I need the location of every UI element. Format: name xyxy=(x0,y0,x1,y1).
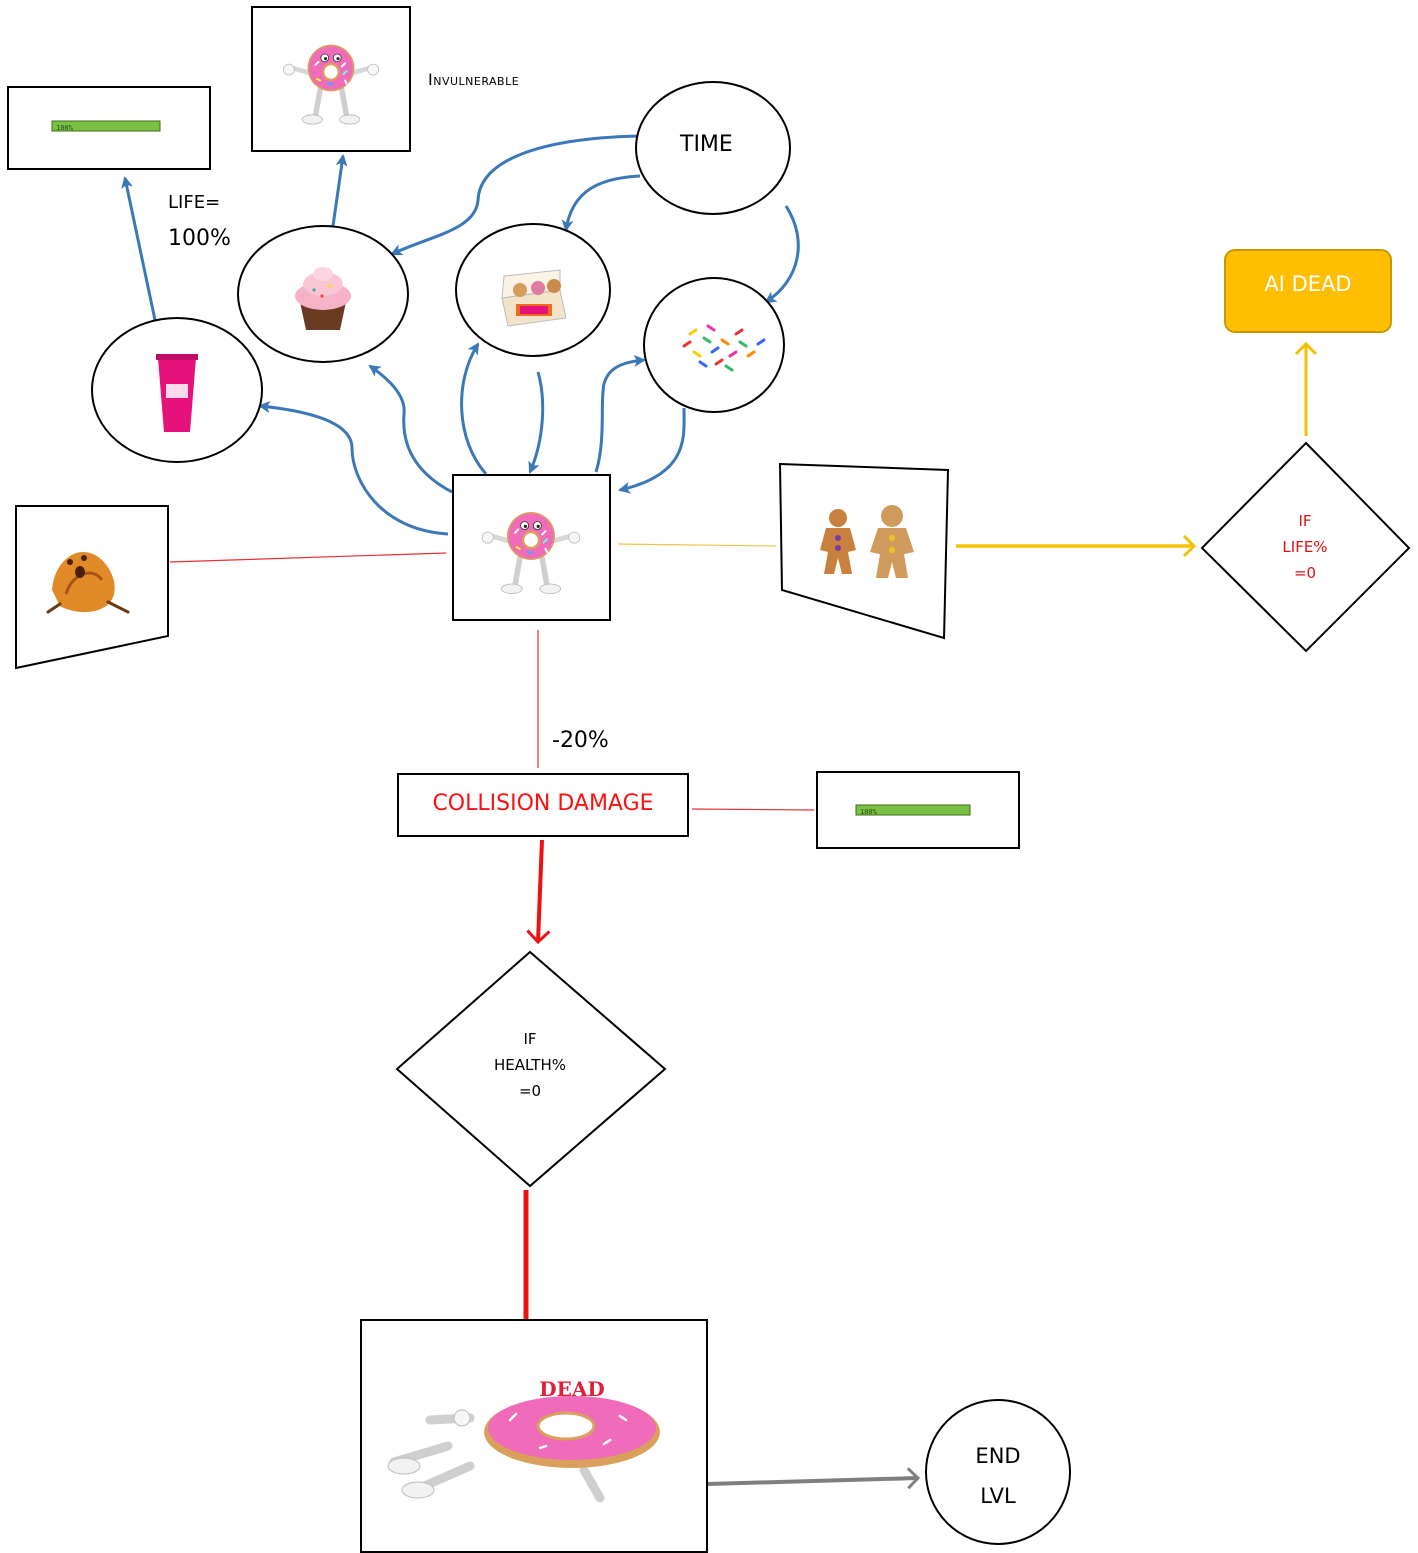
croissant-enemy-box xyxy=(15,505,169,670)
health-bar-2 xyxy=(855,804,971,816)
lvl-label: LVL xyxy=(980,1484,1016,1508)
arrow-time-to-donutbox xyxy=(561,174,641,232)
collision-damage-label: COLLISION DAMAGE xyxy=(432,791,654,816)
arrow-center-to-donutbox xyxy=(460,342,488,475)
coffee-cup-icon xyxy=(156,354,198,432)
health-decision-diamond xyxy=(395,950,667,1188)
cup-node xyxy=(91,317,263,463)
center-character-box xyxy=(452,474,611,621)
gingerbread-enemy-box xyxy=(778,462,950,640)
arrow-center-to-cupcake xyxy=(368,364,453,494)
end-label: END xyxy=(975,1444,1021,1468)
arrow-cup-to-lifebar xyxy=(121,176,157,321)
health-decision-text: IF HEALTH% =0 xyxy=(470,1026,590,1104)
donutbox-node xyxy=(455,223,611,357)
arrow-dead-to-end xyxy=(707,1467,921,1490)
health-decision-line: =0 xyxy=(518,1082,542,1100)
health-bar-text: 100% xyxy=(56,124,74,132)
life-decision-line: IF xyxy=(1298,512,1312,530)
arrow-cupcake-to-invulnerable xyxy=(331,154,348,227)
line-center-to-gingerbread xyxy=(617,543,777,547)
cupcake-node xyxy=(237,225,409,363)
time-node xyxy=(635,81,791,215)
cupcake-icon xyxy=(295,267,351,330)
collision-damage-box xyxy=(397,773,689,837)
arrow-center-to-cup xyxy=(258,401,449,536)
time-label: TIME xyxy=(680,132,733,157)
dead-stamp: DEAD xyxy=(539,1377,604,1401)
life-decision-diamond xyxy=(1200,441,1411,653)
healthbar-box: 100% xyxy=(816,771,1020,849)
life-value: 100% xyxy=(168,226,231,251)
donut-box-icon xyxy=(501,269,567,327)
arrow-time-to-cupcake xyxy=(390,134,641,256)
arrow-time-to-sprinkles xyxy=(764,205,800,304)
arrow-donutbox-to-center xyxy=(528,371,545,474)
invulnerable-box xyxy=(251,6,411,152)
health-bar xyxy=(51,120,161,132)
blue-arrows xyxy=(121,134,800,536)
dead-donut-box: DEAD xyxy=(360,1319,708,1553)
invulnerable-label: Invulnerable xyxy=(428,70,520,89)
line-croissant-to-center xyxy=(169,552,447,563)
arrow-collision-to-decision xyxy=(526,839,551,945)
health-decision-line: HEALTH% xyxy=(493,1056,566,1074)
ai-dead-label: AI DEAD xyxy=(1264,272,1352,296)
arrow-center-to-sprinkles xyxy=(594,354,646,473)
sprinkles-node xyxy=(643,277,785,413)
life-decision-text: IF LIFE% =0 xyxy=(1265,508,1345,586)
health-bar-2-text: 100% xyxy=(860,808,878,816)
health-decision-line: IF xyxy=(523,1030,537,1048)
end-level-node xyxy=(925,1399,1071,1545)
life-decision-line: =0 xyxy=(1293,564,1317,582)
arrow-sprinkles-to-center xyxy=(618,407,686,494)
croissant-icon xyxy=(46,551,130,614)
gingerbread-icon xyxy=(820,505,914,578)
dead-donut-icon: DEAD xyxy=(387,1377,660,1503)
line-collision-to-healthbar xyxy=(691,808,815,811)
sprinkles-icon xyxy=(682,324,766,372)
lifebar-box: 100% xyxy=(7,86,211,170)
damage-amount-label: -20% xyxy=(552,728,609,753)
ai-dead-box xyxy=(1224,249,1392,333)
life-decision-line: LIFE% xyxy=(1282,538,1328,556)
life-label: LIFE= xyxy=(168,192,221,213)
end-level-text: END LVL xyxy=(948,1436,1048,1516)
